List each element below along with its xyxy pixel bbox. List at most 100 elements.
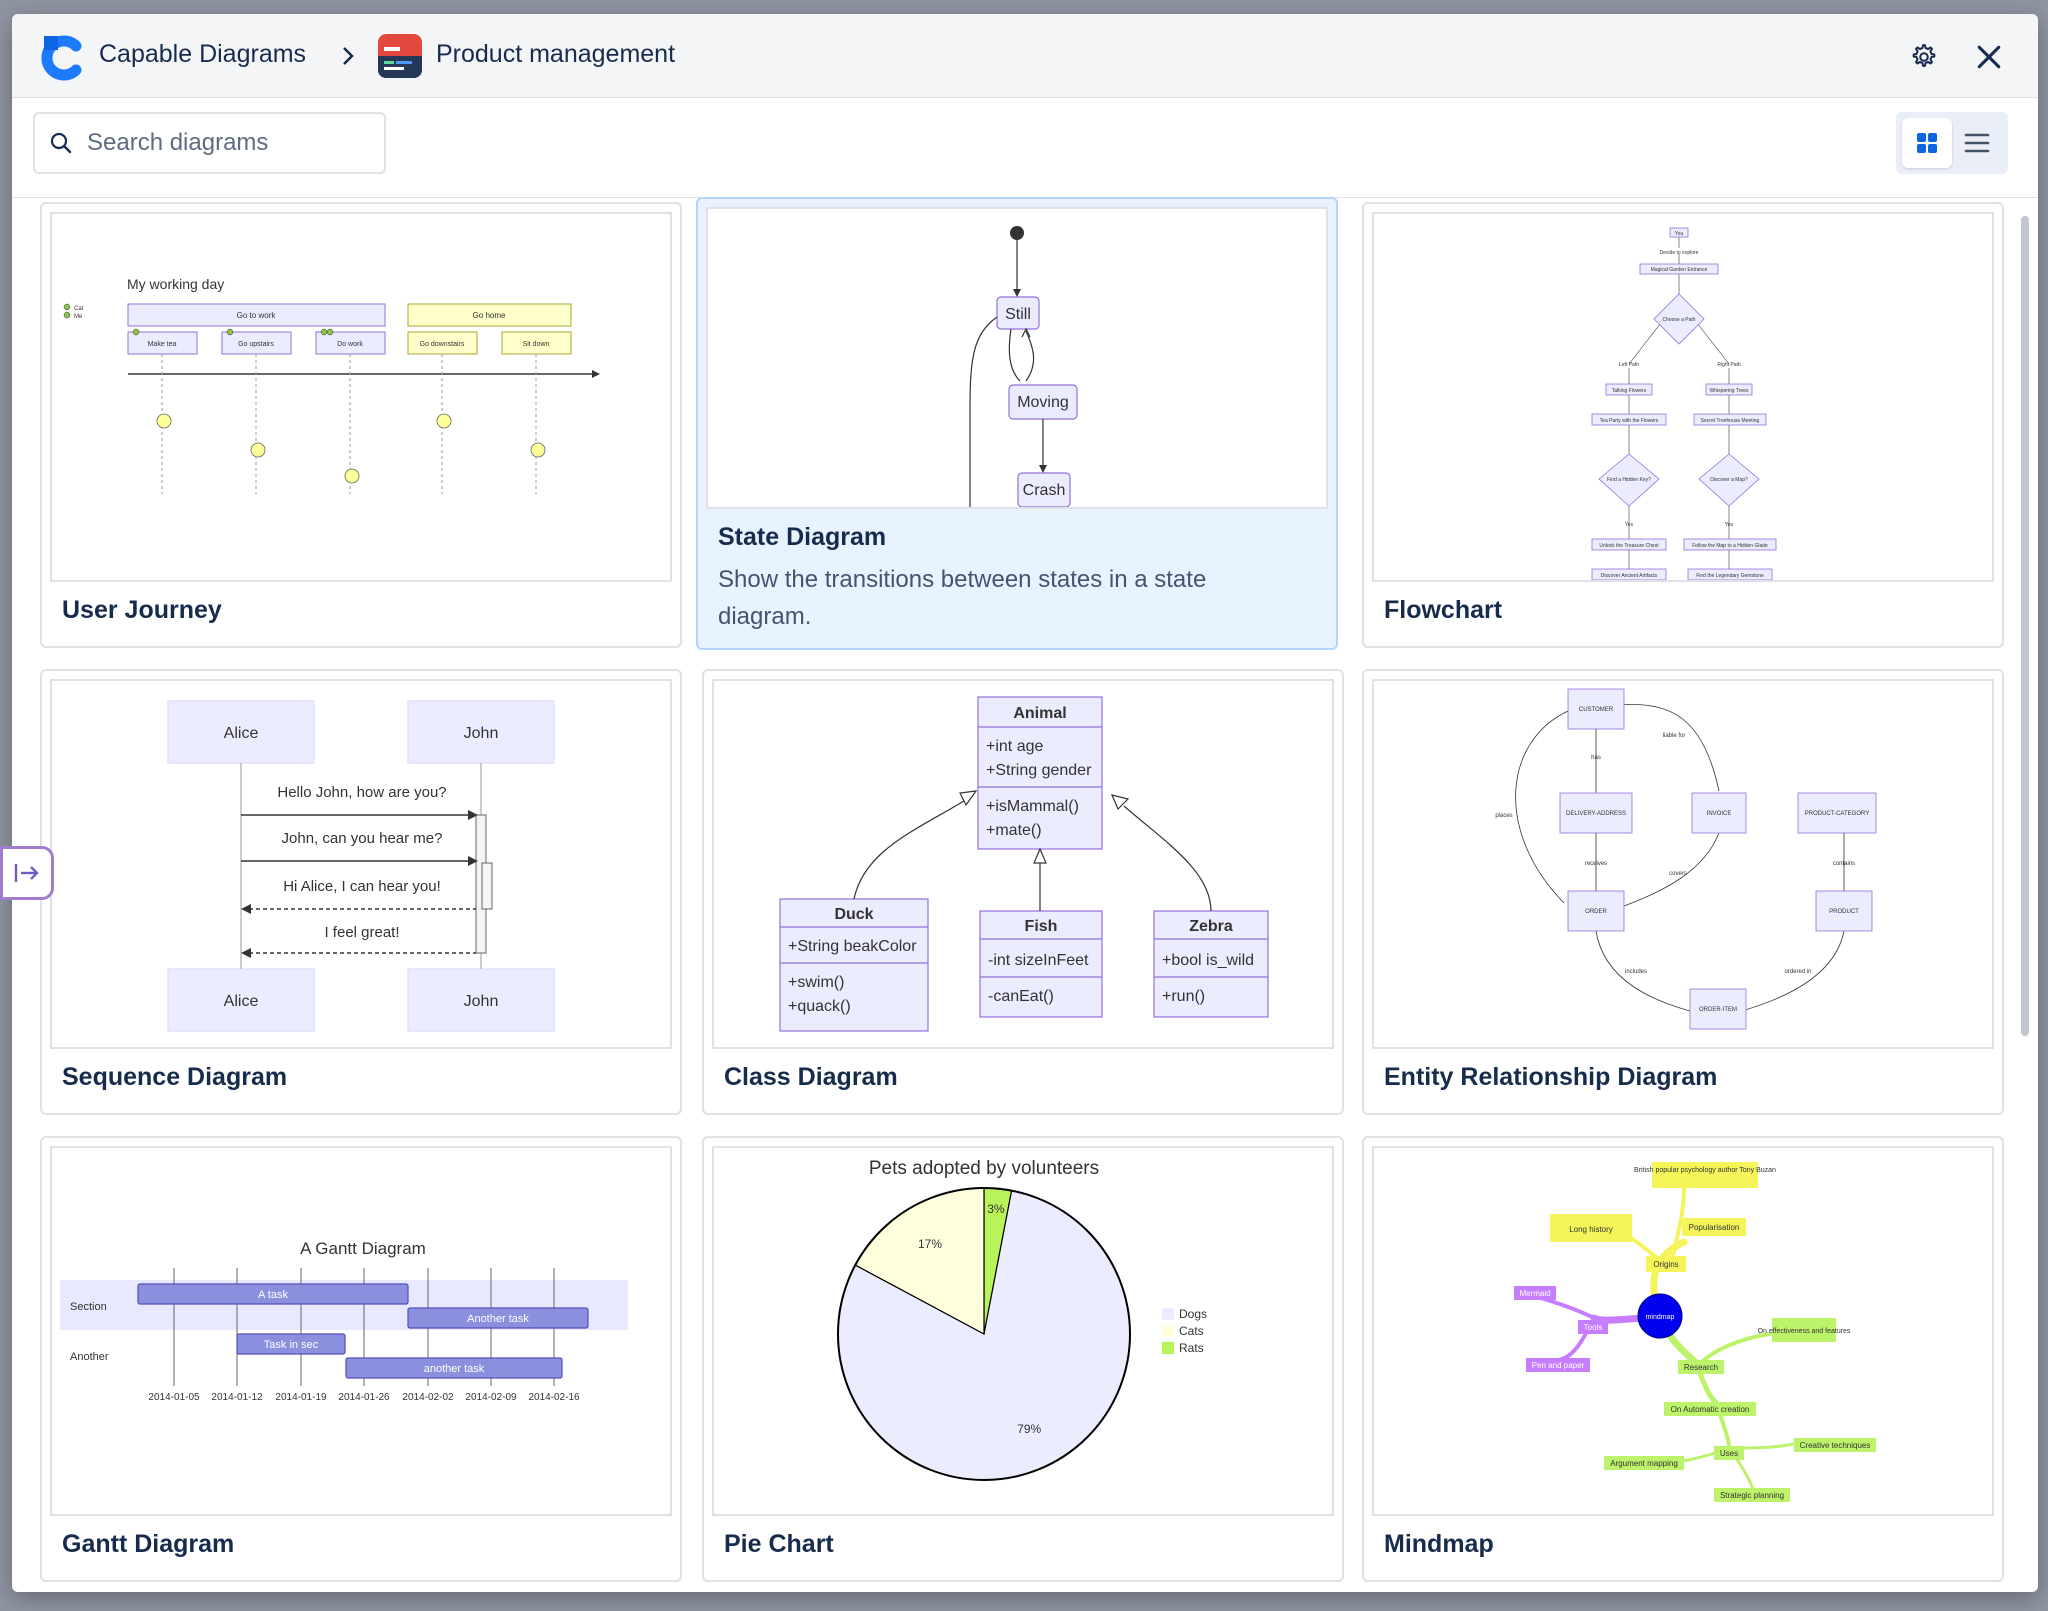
project-name[interactable]: Product management	[436, 40, 676, 68]
svg-text:Go downstairs: Go downstairs	[420, 341, 465, 348]
svg-text:Magical Garden Entrance: Magical Garden Entrance	[1651, 267, 1708, 273]
svg-text:Crash: Crash	[1023, 482, 1066, 499]
svg-text:+int age: +int age	[986, 738, 1043, 755]
svg-text:+run(): +run()	[1162, 988, 1205, 1005]
svg-text:ORDER: ORDER	[1585, 909, 1607, 915]
svg-text:Mermaid: Mermaid	[1519, 1289, 1550, 1298]
svg-text:Secret Treehouse Meeting: Secret Treehouse Meeting	[1701, 418, 1760, 424]
svg-text:2014-01-26: 2014-01-26	[338, 1392, 390, 1403]
legend-label-rats: Rats	[1179, 1341, 1204, 1355]
svg-text:-canEat(): -canEat()	[988, 988, 1054, 1005]
svg-text:Right Path: Right Path	[1717, 362, 1741, 368]
gear-icon	[1912, 44, 1936, 67]
svg-text:Me: Me	[74, 314, 83, 320]
state-diagram-preview: Still Moving Crash	[706, 207, 1328, 509]
svg-text:Zebra: Zebra	[1189, 918, 1233, 935]
svg-text:British popular psychology aut: British popular psychology author Tony B…	[1634, 1167, 1776, 1174]
svg-text:Unlock the Treasure Chest: Unlock the Treasure Chest	[1599, 543, 1659, 549]
svg-text:Alice: Alice	[224, 993, 259, 1010]
card-title: Class Diagram	[724, 1063, 898, 1091]
settings-button[interactable]	[1904, 38, 1942, 76]
svg-text:Go home: Go home	[473, 311, 506, 320]
svg-text:Yes: Yes	[1725, 522, 1734, 528]
diagram-card-flowchart[interactable]: You Decide to explore Magical Garden Ent…	[1362, 202, 2004, 648]
close-button[interactable]	[1970, 38, 2008, 76]
svg-text:contains: contains	[1833, 861, 1855, 867]
legend-swatch-cats	[1162, 1325, 1174, 1337]
svg-text:2014-02-09: 2014-02-09	[465, 1392, 517, 1403]
diagram-card-gantt[interactable]: A Gantt Diagram Section Another	[40, 1136, 682, 1582]
svg-text:Fish: Fish	[1025, 918, 1058, 935]
svg-text:Find a Hidden Key?: Find a Hidden Key?	[1607, 477, 1651, 483]
svg-text:Argument mapping: Argument mapping	[1610, 1459, 1678, 1468]
svg-text:PRODUCT-CATEGORY: PRODUCT-CATEGORY	[1805, 811, 1869, 817]
sidebar-expand-button[interactable]	[0, 846, 54, 900]
svg-text:Pen and paper: Pen and paper	[1532, 1361, 1585, 1370]
pie-outline	[837, 1187, 1131, 1481]
svg-text:receives: receives	[1585, 861, 1607, 867]
journey-title: My working day	[127, 276, 224, 292]
list-view-button[interactable]	[1952, 118, 2002, 168]
diagram-card-mindmap[interactable]: mindmap British popu	[1362, 1136, 2004, 1582]
diagram-picker-modal: Capable Diagrams Product management	[12, 14, 2038, 1592]
app-name[interactable]: Capable Diagrams	[99, 40, 307, 68]
toolbar	[12, 98, 2038, 198]
card-title: User Journey	[62, 596, 222, 624]
svg-text:Hello John, how are you?: Hello John, how are you?	[277, 784, 446, 801]
diagram-card-class[interactable]: Animal +int age +String gender +isMammal…	[702, 669, 1344, 1115]
legend-swatch-dogs	[1162, 1308, 1174, 1320]
svg-text:Discover a Map?: Discover a Map?	[1710, 477, 1748, 483]
svg-text:Go to work: Go to work	[237, 311, 277, 320]
svg-text:Yes: Yes	[1625, 522, 1634, 528]
svg-text:Tea Party with the Flowers: Tea Party with the Flowers	[1600, 418, 1659, 424]
svg-text:2014-01-12: 2014-01-12	[211, 1392, 263, 1403]
grid-view-button[interactable]	[1902, 118, 1952, 168]
search-box[interactable]	[33, 112, 386, 174]
svg-text:A task: A task	[258, 1289, 288, 1301]
scrollbar-thumb[interactable]	[2021, 216, 2029, 1036]
svg-text:Tools: Tools	[1584, 1323, 1603, 1332]
svg-text:2014-02-16: 2014-02-16	[528, 1392, 580, 1403]
svg-text:Task in sec: Task in sec	[264, 1339, 319, 1351]
svg-text:John, can you hear me?: John, can you hear me?	[282, 830, 443, 847]
scrollbar[interactable]	[2018, 204, 2032, 1574]
card-title: Mindmap	[1384, 1530, 1494, 1558]
card-description: Show the transitions between states in a…	[718, 566, 1207, 630]
svg-text:Creative techniques: Creative techniques	[1800, 1441, 1871, 1450]
svg-text:Sit down: Sit down	[523, 341, 550, 348]
diagram-card-state[interactable]: Still Moving Crash State Diagram Show th…	[696, 197, 1338, 650]
view-toggle	[1896, 112, 2008, 174]
diagram-card-sequence[interactable]: Alice John Alice John Hello John, how ar…	[40, 669, 682, 1115]
svg-text:Follow the Map to a Hidden Gla: Follow the Map to a Hidden Glade	[1692, 543, 1768, 549]
svg-text:John: John	[464, 993, 499, 1010]
expand-sidebar-icon	[14, 864, 39, 882]
card-title: Sequence Diagram	[62, 1063, 288, 1091]
svg-text:Find the Legendary Gemstone: Find the Legendary Gemstone	[1696, 573, 1764, 579]
svg-text:ORDER-ITEM: ORDER-ITEM	[1699, 1007, 1737, 1013]
close-icon	[1977, 45, 2001, 69]
diagram-card-er[interactable]: CUSTOMER DELIVERY-ADDRESS INVOICE PRODUC…	[1362, 669, 2004, 1115]
svg-text:Make tea: Make tea	[148, 341, 177, 348]
svg-text:Discover Ancient Artifacts: Discover Ancient Artifacts	[1601, 573, 1658, 579]
svg-text:Choose a Path: Choose a Path	[1662, 317, 1695, 323]
pie-label-rats: 3%	[987, 1202, 1005, 1216]
card-title: Entity Relationship Diagram	[1384, 1063, 1718, 1091]
list-view-icon	[1964, 133, 1990, 153]
project-board-icon	[378, 34, 422, 78]
svg-text:another task: another task	[424, 1363, 485, 1375]
diagram-card-user-journey[interactable]: My working day Cat Me Go to work Go home…	[40, 202, 682, 648]
svg-text:liable for: liable for	[1663, 733, 1686, 739]
chevron-right-icon	[343, 47, 354, 65]
legend-label-dogs: Dogs	[1179, 1307, 1207, 1321]
svg-text:Another: Another	[70, 1351, 109, 1363]
er-diagram-preview: CUSTOMER DELIVERY-ADDRESS INVOICE PRODUC…	[1372, 679, 1994, 1049]
pie-label-dogs: 79%	[1017, 1422, 1041, 1436]
svg-text:Do work: Do work	[337, 341, 363, 348]
svg-text:Research: Research	[1684, 1363, 1718, 1372]
svg-text:Long history: Long history	[1569, 1225, 1613, 1234]
svg-text:-int sizeInFeet: -int sizeInFeet	[988, 952, 1089, 969]
svg-text:Uses: Uses	[1720, 1449, 1738, 1458]
diagram-card-pie[interactable]: Pets adopted by volunteers 3%79%17% Dogs…	[702, 1136, 1344, 1582]
svg-text:Go upstairs: Go upstairs	[238, 341, 274, 348]
search-input[interactable]	[87, 129, 367, 157]
